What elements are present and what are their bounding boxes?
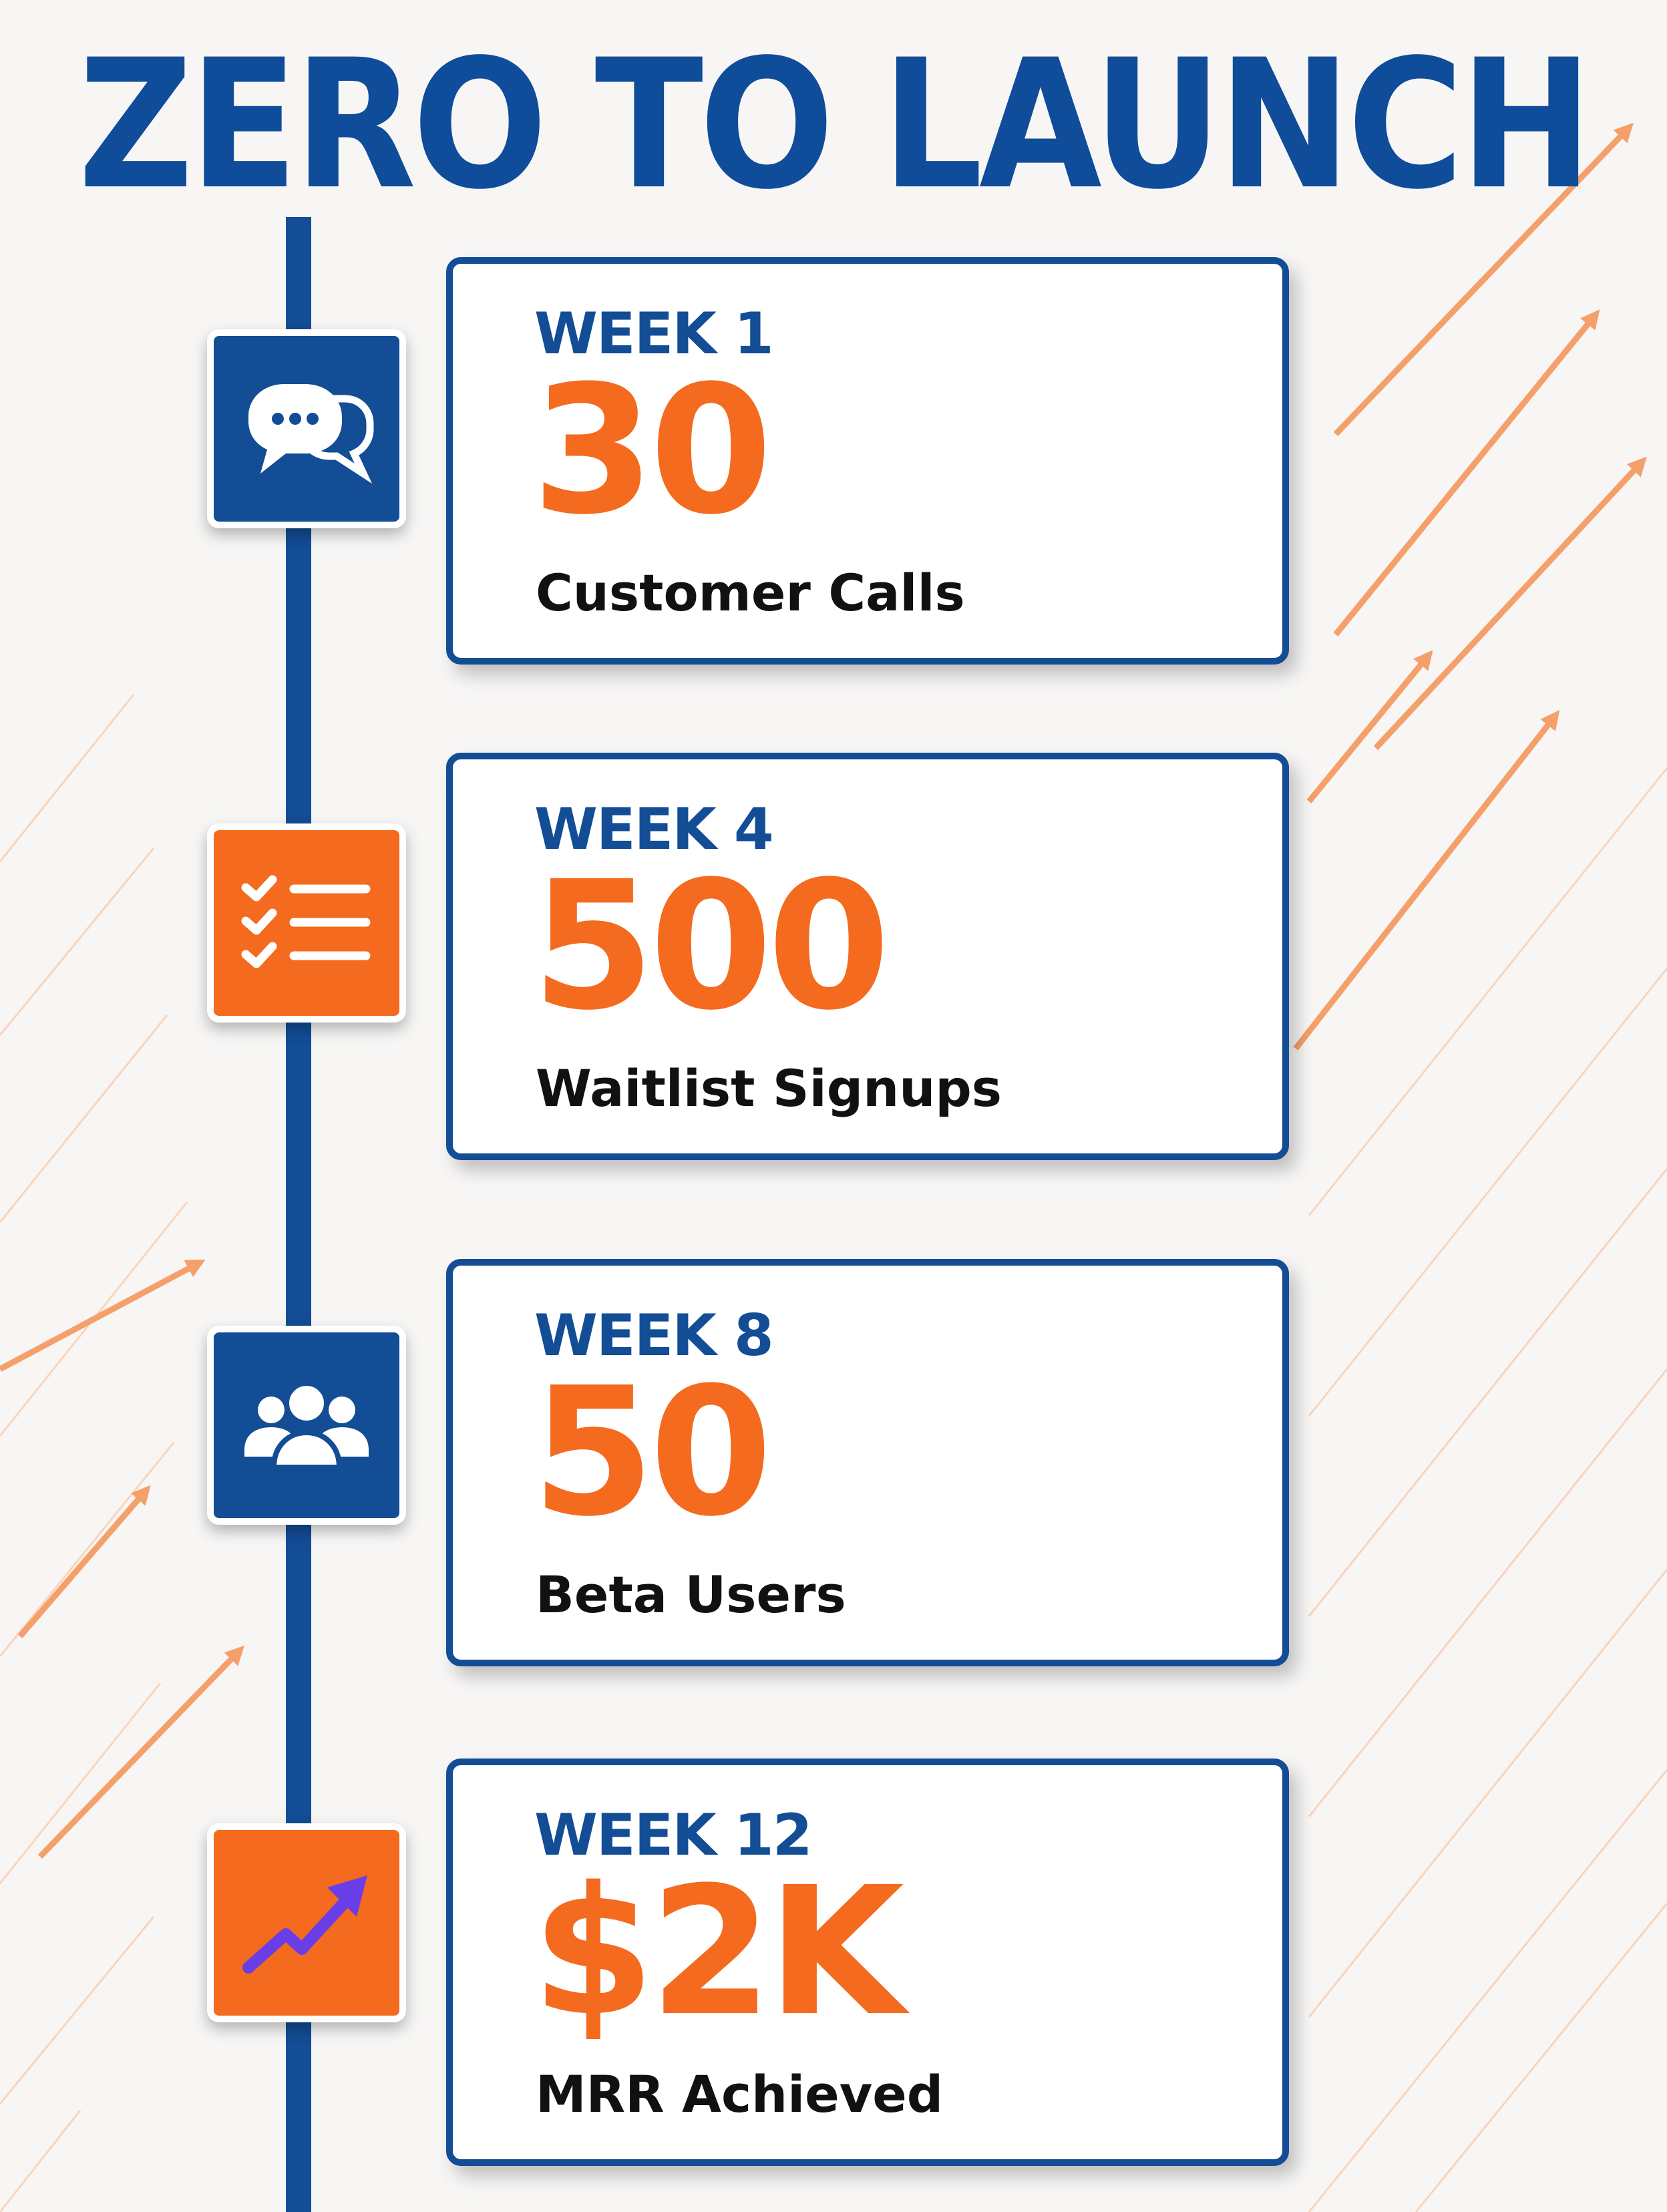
milestone-value: $2K [532, 1849, 904, 2055]
milestone-3-icon-tile [207, 1326, 406, 1525]
page-title: ZERO TO LAUNCH [78, 21, 1593, 229]
milestone-week-label: WEEK 1 [534, 301, 774, 367]
milestone-value: 50 [532, 1350, 773, 1555]
milestone-description: MRR Achieved [536, 2064, 944, 2124]
trending-up-icon [242, 1875, 367, 1974]
milestone-card-week-12: WEEK 12 $2K MRR Achieved [446, 1759, 1289, 2166]
milestone-card-week-1: WEEK 1 30 Customer Calls [446, 257, 1289, 665]
milestone-card-week-8: WEEK 8 50 Beta Users [446, 1259, 1289, 1666]
checklist-icon [241, 875, 371, 968]
milestone-2-icon-tile [207, 823, 406, 1023]
milestone-value: 500 [532, 844, 890, 1049]
milestone-week-label: WEEK 4 [534, 796, 774, 863]
milestone-4-icon-tile [207, 1823, 406, 2022]
chat-bubbles-icon [248, 384, 374, 484]
milestone-1-icon-tile [207, 329, 406, 528]
milestone-week-label: WEEK 8 [534, 1302, 774, 1369]
milestone-card-week-4: WEEK 4 500 Waitlist Signups [446, 753, 1289, 1160]
milestone-week-label: WEEK 12 [534, 1802, 813, 1869]
milestone-description: Waitlist Signups [536, 1059, 1002, 1118]
milestone-description: Customer Calls [536, 563, 965, 622]
users-group-icon [244, 1380, 369, 1470]
milestone-value: 30 [532, 348, 773, 554]
milestone-description: Beta Users [536, 1565, 846, 1624]
